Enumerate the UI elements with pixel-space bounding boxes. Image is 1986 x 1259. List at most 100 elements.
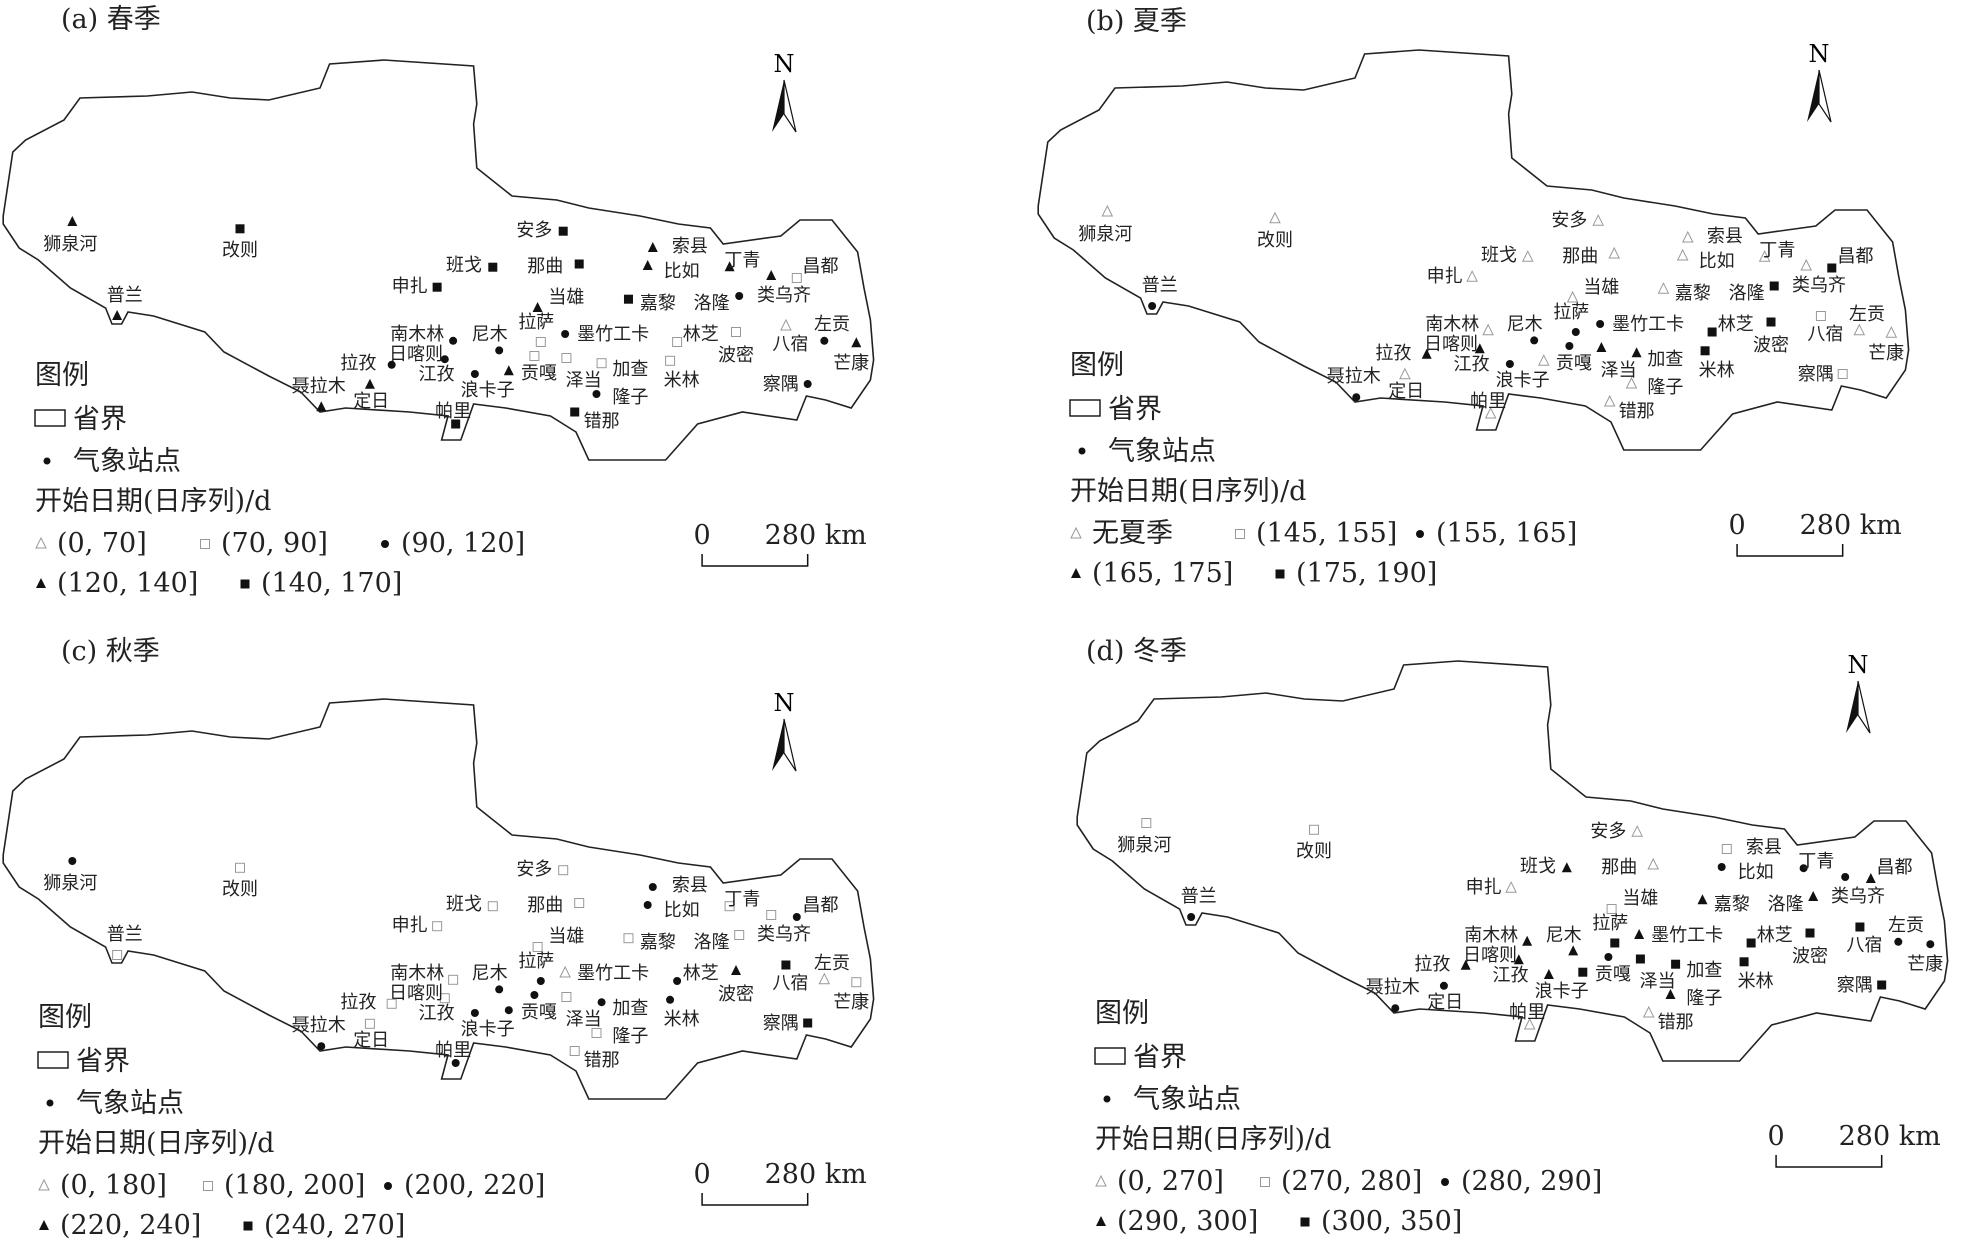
- station: 南木林: [1464, 925, 1533, 946]
- filled-triangle-marker: [1522, 935, 1533, 946]
- station-label: 安多: [1551, 210, 1587, 231]
- station: 林芝: [673, 963, 719, 985]
- station-label: 尼木: [1546, 925, 1582, 946]
- filled-circle-marker: [504, 1006, 513, 1015]
- station-label: 拉孜: [1375, 343, 1411, 364]
- station: 类乌齐: [757, 270, 811, 306]
- station: 江孜: [418, 1003, 479, 1024]
- open-square-marker: [1260, 1177, 1270, 1187]
- filled-square-marker: [432, 282, 442, 292]
- station: 左贡: [814, 953, 850, 985]
- station-label: 丁青: [724, 889, 760, 910]
- open-square-marker: [112, 950, 123, 960]
- filled-circle-marker: [1391, 1004, 1400, 1013]
- open-triangle-marker: [1269, 211, 1281, 224]
- filled-triangle-marker: [532, 302, 543, 312]
- scale-zero: 0: [1728, 510, 1745, 541]
- station: 丁青: [1798, 851, 1834, 873]
- station: 墨竹工卡: [1596, 314, 1684, 335]
- station-label: 尼木: [1507, 314, 1543, 335]
- station-label: 拉孜: [1414, 954, 1450, 975]
- filled-square-marker: [1766, 317, 1776, 327]
- station: 昌都: [792, 895, 838, 921]
- station: 昌都: [1865, 857, 1912, 883]
- station: 尼木: [1507, 314, 1543, 345]
- open-triangle-marker: [1505, 881, 1517, 893]
- station-label: 那曲: [527, 895, 563, 916]
- station: 帕里: [435, 401, 471, 429]
- station: 帕里: [1470, 391, 1506, 419]
- station: 申扎: [1427, 266, 1478, 287]
- station: 察隅: [1798, 364, 1848, 385]
- station-label: 改则: [1257, 230, 1293, 251]
- filled-square-marker: [1877, 980, 1887, 990]
- panel-title: (b) 夏季: [1086, 6, 1187, 37]
- open-square-marker: [487, 901, 498, 912]
- station: 拉孜: [340, 353, 396, 374]
- filled-triangle-marker: [364, 378, 375, 389]
- station-label: 芒康: [833, 353, 869, 374]
- filled-triangle-marker: [36, 578, 46, 588]
- station-label: 南木林: [390, 963, 444, 984]
- open-triangle-marker: [818, 972, 831, 985]
- legend-class-label: (155, 165]: [1436, 518, 1577, 549]
- station-label: 当雄: [548, 926, 584, 947]
- station: 波密: [1753, 317, 1789, 356]
- station-label: 察隅: [1798, 364, 1834, 385]
- filled-triangle-marker: [316, 401, 327, 412]
- station-label: 芒康: [1868, 343, 1904, 364]
- station: 嘉黎: [1657, 282, 1711, 304]
- station-label: 当雄: [1622, 888, 1658, 909]
- legend-class-label: (300, 350]: [1321, 1206, 1462, 1237]
- station: 狮泉河: [43, 216, 97, 255]
- filled-circle-marker: [1894, 937, 1903, 946]
- station-label: 隆子: [612, 1026, 648, 1047]
- station: 昌都: [791, 256, 838, 283]
- filled-circle-marker: [1604, 953, 1613, 961]
- map-area: N狮泉河改则普兰安多索县丁青昌都班戈那曲比如申扎当雄嘉黎洛隆类乌齐南木林尼木拉萨…: [2, 50, 875, 567]
- station-label: 丁青: [1798, 851, 1834, 872]
- filled-triangle-marker: [1631, 347, 1642, 358]
- station: 拉孜: [1414, 954, 1471, 975]
- station-label: 墨竹工卡: [577, 324, 649, 345]
- scale-distance: 280 km: [765, 520, 867, 551]
- legend-class-label: (290, 300]: [1117, 1206, 1258, 1237]
- station-label: 浪卡子: [1496, 370, 1550, 391]
- filled-circle-marker: [470, 1009, 479, 1017]
- station: 普兰: [1181, 886, 1217, 921]
- boundary-swatch: [1094, 1047, 1126, 1065]
- station-label: 改则: [222, 879, 258, 900]
- station: 聂拉木: [292, 1015, 346, 1051]
- station-label: 聂拉木: [1366, 977, 1420, 998]
- filled-circle-marker: [1441, 1178, 1449, 1186]
- station: 狮泉河: [1117, 818, 1171, 856]
- open-square-marker: [200, 539, 210, 549]
- station-label: 加查: [612, 998, 648, 1019]
- station: 改则: [222, 224, 258, 261]
- station-label: 隆子: [1647, 377, 1683, 398]
- station: 林芝: [672, 324, 719, 347]
- filled-square-marker: [243, 1221, 253, 1231]
- legend-class-label: (240, 270]: [264, 1210, 405, 1241]
- station: 拉萨: [1592, 913, 1628, 948]
- open-triangle-marker: [780, 318, 792, 331]
- open-triangle-marker: [1466, 270, 1478, 282]
- filled-circle-marker: [648, 883, 657, 891]
- station: 隆子: [591, 1026, 648, 1047]
- filled-square-marker: [488, 262, 498, 272]
- station: 米林: [664, 355, 700, 391]
- station: 南木林: [390, 324, 458, 345]
- station-label: 索县: [672, 875, 708, 896]
- legend-class-label: (0, 180]: [60, 1170, 167, 1201]
- filled-square-marker: [1827, 263, 1837, 273]
- station-label: 普兰: [1142, 275, 1178, 296]
- open-triangle-marker: [1523, 1017, 1536, 1030]
- station: 察隅: [1837, 975, 1887, 996]
- station: 墨竹工卡: [561, 324, 649, 345]
- north-arrow-right: [1857, 680, 1871, 734]
- open-square-marker: [1837, 369, 1848, 379]
- north-arrow-icon: N: [772, 50, 797, 133]
- station: 洛隆: [694, 292, 744, 314]
- filled-circle-marker: [1596, 320, 1605, 328]
